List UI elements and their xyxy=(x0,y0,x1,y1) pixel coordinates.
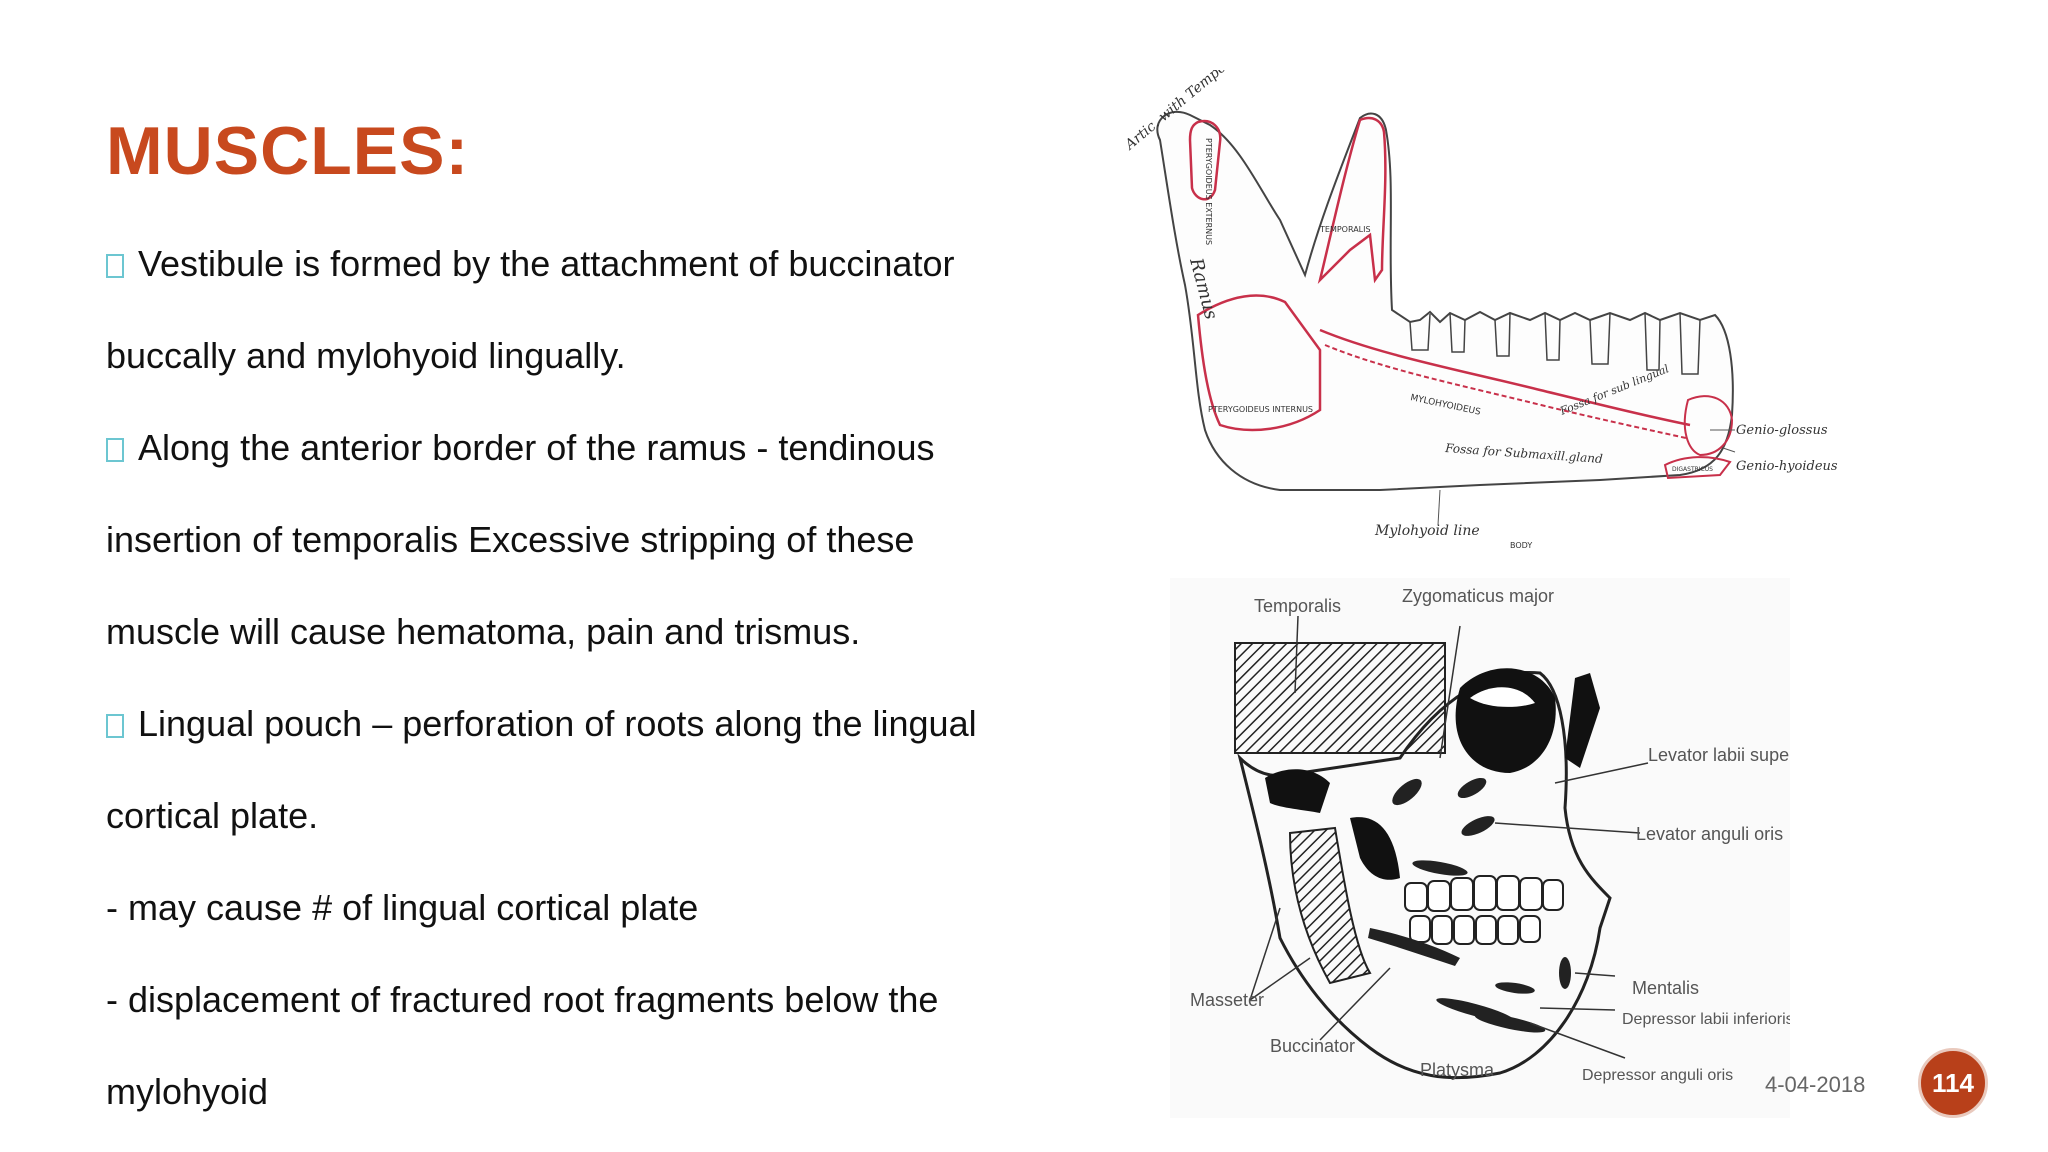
line-text: insertion of temporalis Excessive stripp… xyxy=(106,519,915,560)
label-platysma: Platysma xyxy=(1420,1060,1495,1080)
body-line-10: mylohyoid xyxy=(106,1046,1086,1138)
body-line-4: insertion of temporalis Excessive stripp… xyxy=(106,494,1086,586)
label-body: BODY xyxy=(1510,541,1532,550)
line-text: muscle will cause hematoma, pain and tri… xyxy=(106,611,861,652)
mandible-illustration: Artic. with Temporal Ramus TEMPORALIS PT… xyxy=(1120,70,1840,560)
line-text: Along the anterior border of the ramus -… xyxy=(138,427,935,468)
line-text: - displacement of fractured root fragmen… xyxy=(106,979,939,1020)
body-line-5: muscle will cause hematoma, pain and tri… xyxy=(106,586,1086,678)
body-line-7: cortical plate. xyxy=(106,770,1086,862)
label-temporalis: Temporalis xyxy=(1254,596,1341,616)
body-line-1: Vestibule is formed by the attachment of… xyxy=(106,218,1086,310)
label-digastricus: DIGASTRICUS xyxy=(1672,466,1713,473)
label-levator-anguli: Levator anguli oris xyxy=(1636,824,1783,844)
line-text: buccally and mylohyoid lingually. xyxy=(106,335,626,376)
line-text: Vestibule is formed by the attachment of… xyxy=(138,243,955,284)
bullet-box-icon xyxy=(106,254,124,278)
label-masseter: Masseter xyxy=(1190,990,1264,1010)
label-depressor-labii: Depressor labii inferioris xyxy=(1622,1011,1790,1028)
label-buccinator: Buccinator xyxy=(1270,1036,1355,1056)
label-depressor-anguli: Depressor anguli oris xyxy=(1582,1067,1733,1084)
body-line-9: - displacement of fractured root fragmen… xyxy=(106,954,1086,1046)
label-levator-labii: Levator labii superioris xyxy=(1648,745,1790,765)
label-zygomaticus-line-1: Zygomaticus major xyxy=(1402,586,1554,606)
label-mylohyoid-line: Mylohyoid line xyxy=(1374,523,1480,539)
label-temporalis: TEMPORALIS xyxy=(1319,225,1371,234)
label-pterygoideus-externus: PTERYGOIDEUS EXTERNUS xyxy=(1204,138,1213,245)
body-line-2: buccally and mylohyoid lingually. xyxy=(106,310,1086,402)
slide-body: Vestibule is formed by the attachment of… xyxy=(106,218,1086,1138)
bullet-box-icon xyxy=(106,438,124,462)
bullet-box-icon xyxy=(106,714,124,738)
label-genio-hyoideus: Genio-hyoideus xyxy=(1736,459,1838,474)
body-line-3: Along the anterior border of the ramus -… xyxy=(106,402,1086,494)
slide-date: 4-04-2018 xyxy=(1765,1072,1866,1097)
label-genio-glossus: Genio-glossus xyxy=(1736,423,1828,438)
label-pterygoideus-internus: PTERYGOIDEUS INTERNUS xyxy=(1208,405,1313,414)
body-line-8: - may cause # of lingual cortical plate xyxy=(106,862,1086,954)
line-text: cortical plate. xyxy=(106,795,319,836)
body-line-6: Lingual pouch – perforation of roots alo… xyxy=(106,678,1086,770)
facial-muscles-illustration: Temporalis Zygomaticus major Levator lab… xyxy=(1170,578,1790,1118)
label-mentalis: Mentalis xyxy=(1632,978,1699,998)
slide-title: MUSCLES: xyxy=(106,113,470,189)
line-text: Lingual pouch – perforation of roots alo… xyxy=(138,703,977,744)
line-text: - may cause # of lingual cortical plate xyxy=(106,887,699,928)
page-number-badge: 114 xyxy=(1918,1048,1988,1118)
label-zygomaticus: Zygomaticus major xyxy=(1402,586,1554,606)
line-text: mylohyoid xyxy=(106,1071,269,1112)
